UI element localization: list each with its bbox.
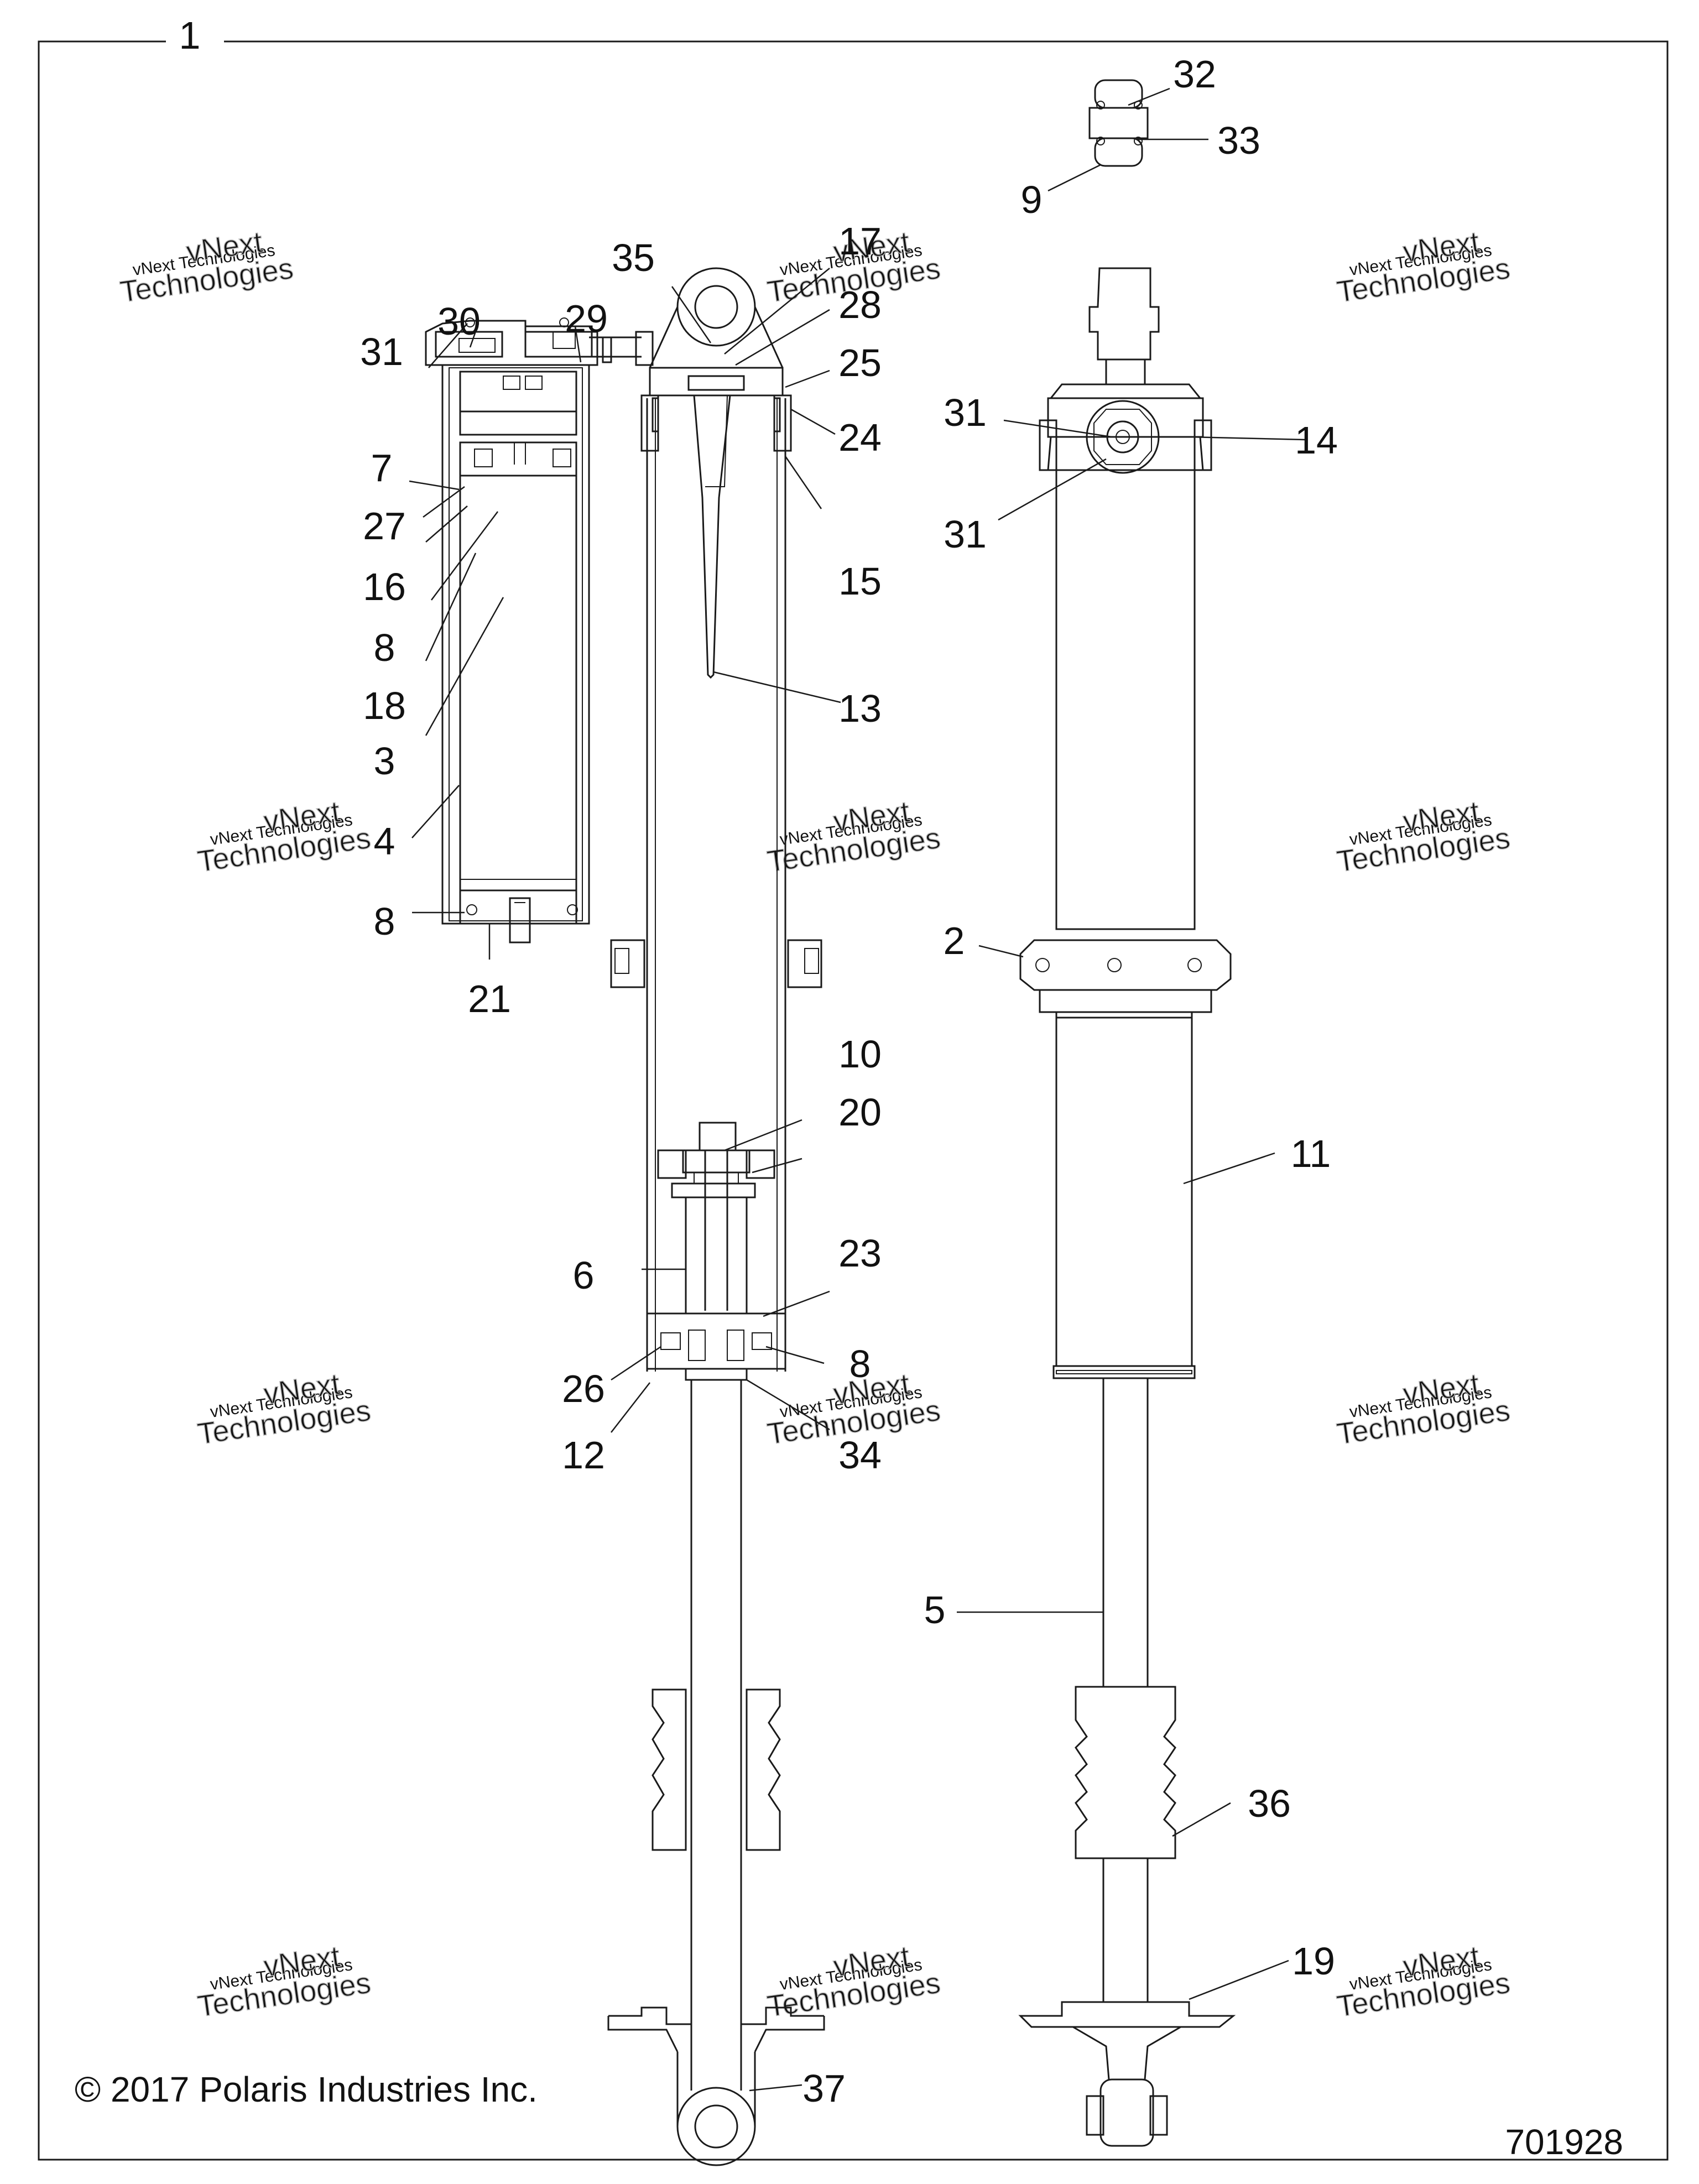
callout-2: 2 bbox=[944, 919, 965, 962]
watermark: Technologies vNext Technologies vNext bbox=[765, 795, 943, 879]
callout-12: 11 bbox=[1291, 1132, 1331, 1175]
callout-7: 7 bbox=[371, 446, 393, 489]
callout-16: 15 bbox=[838, 560, 882, 603]
shock-cross-section bbox=[607, 267, 825, 2166]
shock-exterior-view bbox=[1018, 79, 1236, 2147]
copyright-text: © 2017 Polaris Industries Inc. bbox=[75, 2070, 538, 2109]
callout-21: 20 bbox=[838, 1091, 882, 1134]
watermark: Technologies vNext Technologies vNext bbox=[765, 1940, 943, 2024]
watermark: Technologies vNext Technologies vNext bbox=[118, 225, 296, 309]
watermarks: Technologies vNext Technologies vNext Te… bbox=[118, 225, 1513, 2024]
callout-37: 37 bbox=[802, 2067, 846, 2110]
callout-22: 21 bbox=[468, 977, 511, 1020]
callout-18: 17 bbox=[838, 220, 882, 263]
watermark: Technologies vNext Technologies vNext bbox=[195, 1940, 373, 2024]
callout-31-reservoir: 31 bbox=[360, 330, 403, 373]
callout-5: 5 bbox=[924, 1588, 946, 1632]
callout-29: 29 bbox=[565, 297, 608, 340]
frame-number: 1 bbox=[179, 14, 201, 57]
callout-9: 8 bbox=[374, 626, 395, 669]
callout-19: 18 bbox=[363, 684, 406, 727]
callout-8-reservoir: 8 bbox=[374, 900, 395, 943]
callout-32: 32 bbox=[1173, 53, 1216, 96]
callout-25: 25 bbox=[838, 341, 882, 384]
diagram-frame: 1 bbox=[38, 14, 1669, 2161]
callout-10: 9 bbox=[1021, 178, 1043, 221]
watermark: Technologies vNext Technologies vNext bbox=[765, 225, 943, 309]
reservoir-section bbox=[425, 317, 654, 944]
watermark: Technologies vNext Technologies vNext bbox=[1335, 1940, 1513, 2024]
leader-lines bbox=[409, 87, 1306, 2092]
callout-26: 26 bbox=[562, 1367, 605, 1410]
callout-17: 16 bbox=[363, 565, 406, 608]
watermark: Technologies vNext Technologies vNext bbox=[1335, 1367, 1513, 1451]
callout-11: 10 bbox=[838, 1033, 882, 1076]
callout-14: 13 bbox=[838, 687, 882, 730]
callout-24: 24 bbox=[838, 416, 882, 459]
callout-34: 34 bbox=[838, 1434, 882, 1477]
callout-33: 33 bbox=[1217, 119, 1260, 162]
callout-30: 30 bbox=[437, 300, 481, 343]
callout-8-shock: 8 bbox=[850, 1342, 871, 1385]
callout-13: 12 bbox=[562, 1434, 605, 1477]
callout-31-top: 31 bbox=[944, 391, 987, 434]
callout-28: 28 bbox=[838, 283, 882, 326]
callout-labels: 32 33 9 35 17 28 25 24 15 13 31 30 29 7 … bbox=[360, 53, 1338, 2110]
callout-3: 3 bbox=[374, 739, 395, 783]
watermark: Technologies vNext Technologies vNext bbox=[195, 1367, 373, 1451]
callout-36: 36 bbox=[1248, 1782, 1291, 1825]
callout-27: 27 bbox=[363, 504, 406, 548]
watermark: Technologies vNext Technologies vNext bbox=[1335, 795, 1513, 879]
callout-23: 23 bbox=[838, 1232, 882, 1275]
callout-6: 6 bbox=[573, 1254, 595, 1297]
callout-31-bottom: 31 bbox=[944, 513, 987, 556]
callout-15: 14 bbox=[1295, 419, 1338, 462]
watermark: Technologies vNext Technologies vNext bbox=[195, 795, 373, 879]
watermark: Technologies vNext Technologies vNext bbox=[1335, 225, 1513, 309]
callout-35: 35 bbox=[612, 236, 655, 279]
callout-4: 4 bbox=[374, 820, 395, 863]
part-number: 701928 bbox=[1505, 2122, 1623, 2162]
callout-20: 19 bbox=[1292, 1940, 1335, 1983]
